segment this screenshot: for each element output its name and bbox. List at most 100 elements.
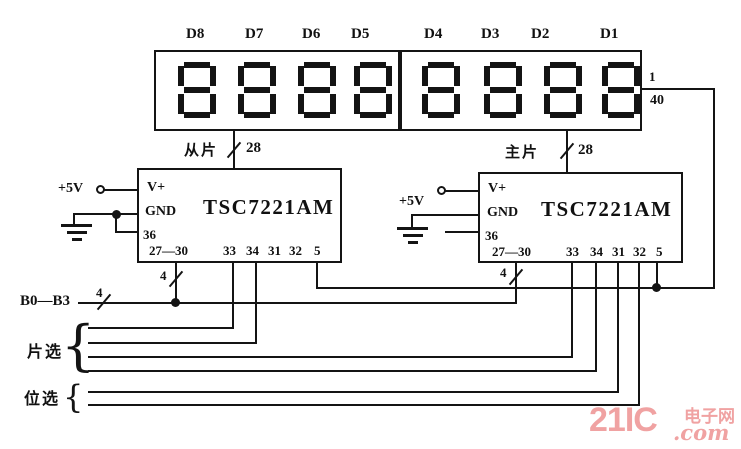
right-chip-pin-31: 31: [612, 244, 625, 259]
wire-right-pin33: [571, 263, 573, 358]
seg-br-icon: [270, 94, 276, 114]
chip-select-brace: {: [61, 314, 96, 377]
pin5-junction-dot: [652, 283, 661, 292]
right-ground-bar-3: [408, 241, 418, 244]
digit-label-d1: D1: [600, 26, 619, 42]
seg-tl-icon: [298, 66, 304, 86]
seg-tl-icon: [354, 66, 360, 86]
left-chip-pin-32: 32: [289, 243, 302, 258]
data-bus-width-label: 4: [96, 285, 103, 300]
seg-bot-icon: [244, 112, 270, 118]
left-ground-stem: [73, 213, 75, 225]
watermark-brand: 21IC: [589, 401, 658, 439]
seg-br-icon: [576, 94, 582, 114]
seg-top-icon: [550, 62, 576, 68]
left-supply-label: +5V: [58, 181, 84, 196]
seven-seg-digit: [298, 62, 336, 118]
seg-bot-icon: [428, 112, 454, 118]
digit-label-d5: D5: [351, 26, 370, 42]
left-ground-bar-3: [72, 238, 82, 241]
seg-tr-icon: [516, 66, 522, 86]
seg-top-icon: [360, 62, 386, 68]
left-chip-body: V+ GND 36 TSC7221AM 27—30 33 34 31 32 5: [137, 168, 342, 263]
seg-br-icon: [386, 94, 392, 114]
right-chip-part-number: TSC7221AM: [541, 197, 673, 221]
display-module-right: [400, 50, 642, 131]
digit-label-d8: D8: [186, 26, 205, 42]
watermark-site-name: 电子网: [684, 407, 735, 426]
data-bus-junction-dot: [171, 298, 180, 307]
left-ground-bar-2: [67, 231, 87, 234]
watermark-tld: .com: [673, 420, 730, 445]
seg-tr-icon: [634, 66, 640, 86]
display-pin40-label: 40: [650, 93, 664, 108]
right-chip-pin-34: 34: [590, 244, 603, 259]
wire-chip-select-1: [88, 327, 234, 329]
seven-seg-digit: [602, 62, 640, 118]
seg-bot-icon: [608, 112, 634, 118]
wire-right-pin32: [638, 263, 640, 406]
seven-seg-digit: [484, 62, 522, 118]
wire-left-gnd: [73, 213, 137, 215]
left-bus-width-label: 4: [160, 268, 167, 283]
wire-left-pin27-30: [175, 263, 177, 304]
seg-tr-icon: [454, 66, 460, 86]
left-chip-pin-36: 36: [143, 227, 156, 242]
wire-display-pin40-vertical: [713, 88, 715, 289]
right-chip-pin-36: 36: [485, 228, 498, 243]
seg-top-icon: [490, 62, 516, 68]
wire-data-bus: [78, 302, 517, 304]
seg-bl-icon: [178, 94, 184, 114]
wire-chip-select-3: [88, 356, 573, 358]
seg-mid-icon: [550, 87, 576, 93]
seg-top-icon: [304, 62, 330, 68]
digit-label-d4: D4: [424, 26, 443, 42]
seven-seg-digit: [544, 62, 582, 118]
seg-bl-icon: [484, 94, 490, 114]
display-module-left: [154, 50, 400, 131]
left-chip-pin-gnd: GND: [145, 204, 177, 219]
wire-digit-select-1: [88, 391, 619, 393]
wire-pin5-backplane: [316, 287, 715, 289]
seg-top-icon: [428, 62, 454, 68]
left-chip-pin-31: 31: [268, 243, 281, 258]
seg-br-icon: [634, 94, 640, 114]
left-chip-role-label: 从片: [184, 143, 219, 159]
wire-chip-select-4: [88, 370, 597, 372]
left-chip-pin-33: 33: [223, 243, 236, 258]
seg-bot-icon: [550, 112, 576, 118]
left-chip-pin-34: 34: [246, 243, 259, 258]
wire-right-pin5: [656, 263, 658, 289]
left-chip-pin-5: 5: [314, 243, 321, 258]
seg-mid-icon: [428, 87, 454, 93]
seg-tr-icon: [270, 66, 276, 86]
seg-br-icon: [210, 94, 216, 114]
right-chip-body: V+ GND 36 TSC7221AM 27—30 33 34 31 32 5: [478, 172, 683, 263]
seven-seg-digit: [422, 62, 460, 118]
wire-right-pin34: [595, 263, 597, 372]
wire-left-vplus: [104, 189, 137, 191]
seven-seg-digit: [354, 62, 392, 118]
seg-bl-icon: [544, 94, 550, 114]
seg-tl-icon: [544, 66, 550, 86]
right-chip-pin-33: 33: [566, 244, 579, 259]
wire-left-gnd-to-36-vertical: [115, 214, 117, 233]
right-chip-pin-gnd: GND: [487, 205, 519, 220]
left-chip-pin-vplus: V+: [147, 180, 166, 195]
seg-tr-icon: [330, 66, 336, 86]
right-chip-pin-5: 5: [656, 244, 663, 259]
seg-tl-icon: [602, 66, 608, 86]
seg-top-icon: [608, 62, 634, 68]
seg-br-icon: [516, 94, 522, 114]
seg-top-icon: [244, 62, 270, 68]
wire-left-pin36: [115, 231, 137, 233]
seg-br-icon: [330, 94, 336, 114]
data-bus-label: B0—B3: [20, 293, 71, 309]
wire-right-pin31: [617, 263, 619, 393]
wire-right-pin36: [445, 231, 478, 233]
wire-right-pin27-30: [515, 263, 517, 304]
seg-bl-icon: [422, 94, 428, 114]
seven-seg-digit: [238, 62, 276, 118]
seg-bl-icon: [238, 94, 244, 114]
